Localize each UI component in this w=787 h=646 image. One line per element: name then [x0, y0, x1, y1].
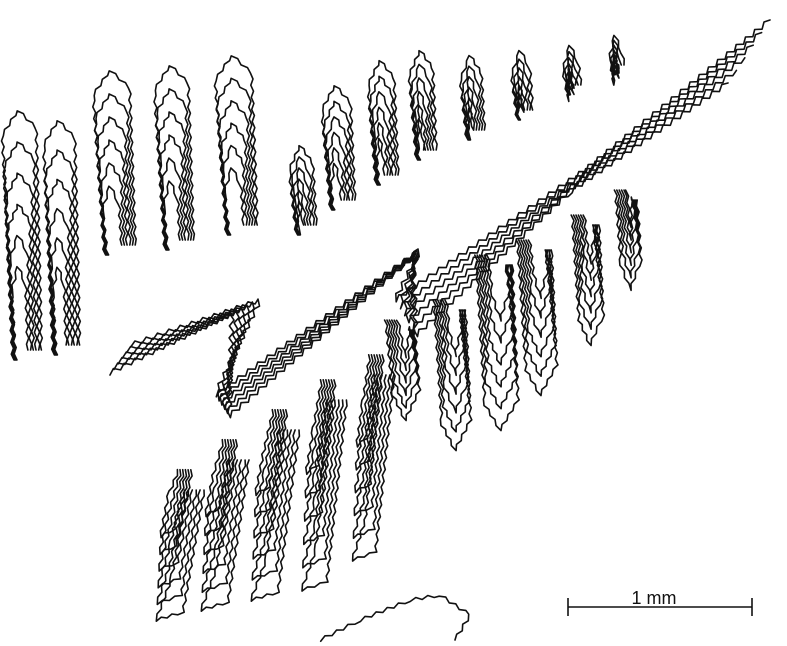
upper-branch-contour [376, 138, 385, 185]
base-fragment-contour [321, 596, 469, 642]
upper-branch-contour [330, 163, 341, 209]
scale-bar-label: 1 mm [612, 588, 696, 609]
trunk-contour [127, 33, 762, 401]
lower-branch-contour [581, 215, 597, 280]
growth-contour-lines [2, 20, 771, 641]
